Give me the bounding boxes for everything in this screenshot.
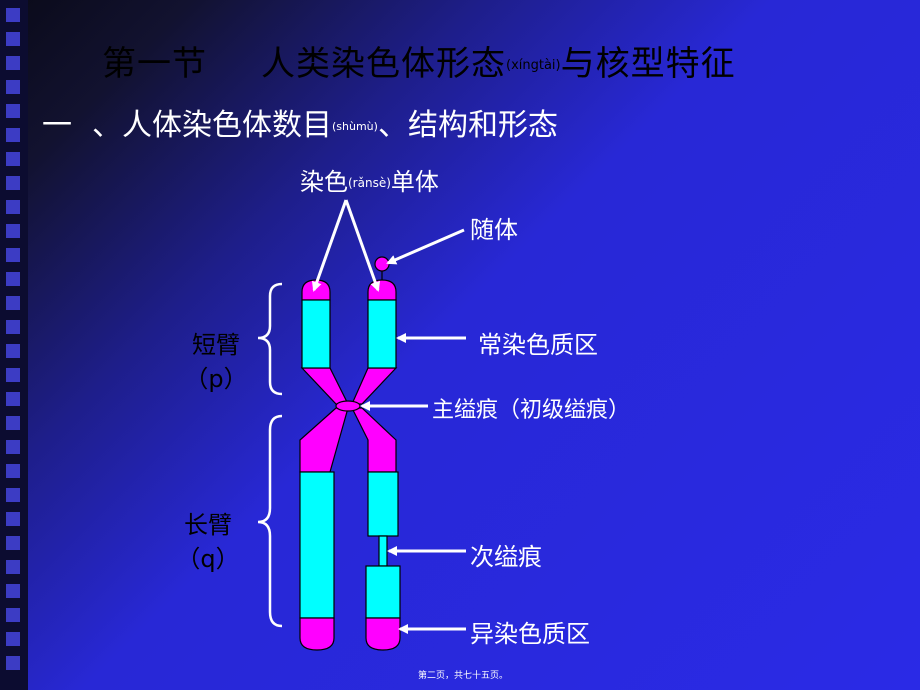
label-heterochromatin: 异染色质区 [470,620,590,648]
short-arm-right-bend [351,367,398,405]
subtitle-text: 人体染色体数目 [122,108,332,143]
long-arm-symbol: （q） [176,545,240,573]
decorative-square [6,584,20,598]
arrow-satellite [386,228,465,265]
arrow-chromatid-right [344,199,381,292]
long-arm-right-euchromatin-lower [365,565,401,619]
decorative-square [6,320,20,334]
long-arm-right-bend [351,407,397,473]
long-arm-left-heterochromatin [299,617,335,651]
label-satellite: 随体 [470,216,518,244]
title-section: 第一节 [102,44,207,84]
long-arm-right-heterochromatin [365,617,401,651]
label-short-arm: 短臂 （p） [176,328,256,396]
decorative-square [6,656,20,670]
long-arm-right-euchromatin-upper [367,471,399,537]
decorative-square [6,80,20,94]
label-long-arm: 长臂 （q） [168,508,248,576]
subtitle-text-end: 、结构和形态 [377,108,558,143]
decorative-square [6,200,20,214]
decorative-square [6,32,20,46]
decorative-square [6,128,20,142]
slide-title: 第一节 人类染色体形态(xíngtài)与核型特征 [102,36,736,84]
long-arm-left-euchromatin [299,471,335,619]
label-euchromatin: 常染色质区 [478,331,598,359]
short-arm-right-euchromatin [367,299,397,369]
label-centromere: 主缢痕（初级缢痕） [432,398,631,423]
label-secondary-constriction: 次缢痕 [470,543,542,571]
subtitle-numeral: 一 [42,108,72,143]
page-footer: 第二页，共七十五页。 [418,671,509,681]
short-arm-name: 短臂 [192,331,240,359]
title-pinyin: (xíngtài) [506,58,561,73]
decorative-square [6,344,20,358]
title-topic-end: 与核型特征 [560,44,736,84]
decorative-square [6,272,20,286]
subtitle-mark: 、 [92,108,122,143]
label-chromatid-pinyin: (rǎnsè) [348,176,391,190]
decorative-square [6,104,20,118]
short-arm-left-bend [300,367,349,405]
short-arm-left-euchromatin [301,299,331,369]
decorative-square [6,536,20,550]
decorative-square [6,440,20,454]
decorative-square [6,224,20,238]
long-arm-brace [257,414,283,628]
decorative-square [6,416,20,430]
decorative-square [6,608,20,622]
slide-subtitle: 一、人体染色体数目(shùmù)、结构和形态 [42,100,558,144]
decorative-square [6,560,20,574]
subtitle-pinyin: (shùmù) [332,120,378,133]
long-arm-left-bend [299,407,349,473]
satellite [374,256,390,272]
decorative-square [6,392,20,406]
decorative-square [6,464,20,478]
decorative-square [6,56,20,70]
label-chromatid-pre: 染色 [300,168,348,196]
decorative-square [6,488,20,502]
short-arm-right-tip [367,279,397,301]
short-arm-brace [257,282,283,396]
decorative-square [6,368,20,382]
arrow-chromatid-left [311,199,348,292]
short-arm-symbol: （p） [184,365,248,393]
decorative-square [6,152,20,166]
decorative-square [6,248,20,262]
label-chromatid-post: 单体 [390,168,439,196]
title-topic: 人类染色体形态 [261,44,506,84]
label-chromatid: 染色(rǎnsè)单体 [300,162,439,197]
decorative-square [6,632,20,646]
centromere [335,400,361,412]
long-arm-name: 长臂 [184,511,232,539]
decorative-square [6,176,20,190]
decorative-square [6,512,20,526]
decorative-square [6,296,20,310]
decorative-square [6,8,20,22]
secondary-constriction [378,535,388,567]
decorative-strip [0,0,28,690]
